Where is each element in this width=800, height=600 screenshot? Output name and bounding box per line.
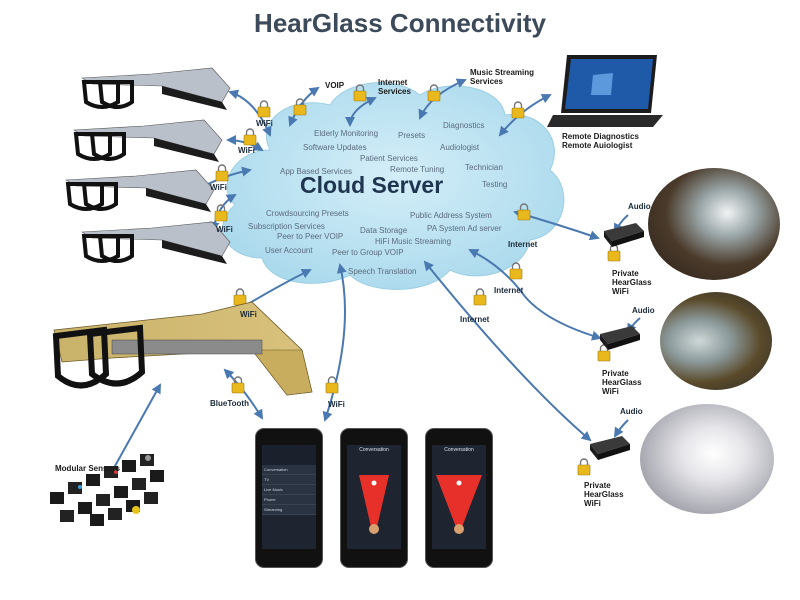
internet-services-label: Internet Services	[378, 78, 411, 96]
arrow-bluetooth	[223, 368, 264, 420]
service-label: Subscription Services	[248, 222, 325, 231]
lock-icons	[214, 84, 621, 476]
phone-conversation-screen: Conversation	[347, 445, 401, 549]
remote-diagnostics-label: Remote Diagnostics Remote Auiologist	[562, 132, 639, 150]
service-label: Public Address System	[410, 211, 492, 220]
lock-icon	[511, 101, 525, 119]
lock-icon	[607, 244, 621, 262]
menu-item-phone[interactable]: Phone	[262, 495, 316, 505]
service-label: Presets	[398, 131, 426, 140]
audio-box-3	[590, 436, 630, 460]
service-label: PA System Ad server	[427, 224, 502, 233]
modular-sensors-image	[50, 454, 164, 526]
internet-label: Internet	[460, 315, 490, 324]
phone-screen-title: Conversation	[444, 447, 474, 453]
arrow-glasses1-cloud	[228, 89, 272, 137]
service-label: Peer to Peer VOIP	[277, 232, 344, 241]
voip-label: VOIP	[325, 81, 345, 90]
glasses-small-1	[81, 67, 231, 110]
phone-menu: Conversation TV Live Music Phone Streami…	[255, 428, 323, 568]
beam-graphic	[436, 475, 482, 534]
lock-icon	[509, 262, 523, 280]
lock-icon	[427, 84, 441, 102]
arrow-phone-wifi	[322, 263, 347, 422]
music-streaming-label: Music Streaming Services	[470, 68, 535, 86]
phone-conversation-screen: Conversation	[432, 445, 486, 549]
lock-icon	[293, 98, 307, 116]
service-label: Technician	[465, 163, 503, 172]
menu-item-live-music[interactable]: Live Music	[262, 485, 316, 495]
wifi-label: WiFi	[238, 146, 255, 155]
audio-label: Audio	[628, 202, 651, 211]
page-title: HearGlass Connectivity	[254, 8, 546, 38]
wifi-label: WiFi	[210, 183, 227, 192]
audio-box-1	[604, 223, 644, 247]
cloud-server-label: Cloud Server	[300, 172, 444, 198]
glasses-small-3	[65, 169, 215, 212]
airport-photo	[640, 404, 774, 514]
service-label: Testing	[482, 180, 508, 189]
service-label: Software Updates	[303, 143, 367, 152]
lock-icon	[243, 128, 257, 146]
service-label: Diagnostics	[443, 121, 485, 130]
lock-icon	[353, 84, 367, 102]
glasses-large	[52, 301, 313, 396]
arrow-voip	[288, 86, 320, 127]
private-wifi-label: Private HearGlass WiFi	[612, 269, 652, 296]
lock-icon	[231, 376, 245, 394]
wifi-label: WiFi	[240, 310, 257, 319]
audio-box-2	[600, 326, 640, 350]
lock-icon	[577, 458, 591, 476]
wifi-label: WiFi	[328, 400, 345, 409]
menu-item-tv[interactable]: TV	[262, 475, 316, 485]
phone-menu-header	[262, 445, 316, 465]
service-label: Remote Tuning	[390, 165, 445, 174]
service-label: Crowdsourcing Presets	[266, 209, 349, 218]
internet-label: Internet	[494, 286, 524, 295]
private-wifi-label: Private HearGlass WiFi	[602, 369, 642, 396]
lock-icon	[257, 100, 271, 118]
arrow-sensors	[109, 383, 161, 476]
phone-conversation-1: Conversation	[340, 428, 408, 568]
lock-icon	[517, 203, 531, 221]
wifi-label: WiFi	[256, 119, 273, 128]
service-label: Elderly Monitoring	[314, 129, 379, 138]
phone-menu-screen: Conversation TV Live Music Phone Streami…	[262, 445, 316, 549]
audio-label: Audio	[632, 306, 655, 315]
phone-conversation-2: Conversation	[425, 428, 493, 568]
service-label: App Based Services	[280, 167, 353, 176]
laptop	[547, 55, 663, 127]
modular-sensors-label: Modular Sensors	[55, 464, 120, 473]
lock-icon	[215, 164, 229, 182]
arrow-internet-services	[345, 96, 377, 127]
arrow-audio-box3	[423, 260, 592, 442]
lock-icon	[214, 204, 228, 222]
glasses-small-4	[81, 221, 231, 264]
internet-label: Internet	[508, 240, 538, 249]
service-label: Peer to Group VOIP	[332, 248, 404, 257]
auditorium-photo	[648, 168, 780, 280]
bluetooth-label: BlueTooth	[210, 399, 249, 408]
service-label: Patient Services	[360, 154, 418, 163]
beam-graphic	[359, 475, 389, 534]
lock-icon	[473, 288, 487, 306]
phone-screen-title: Conversation	[359, 447, 389, 453]
audio-label: Audio	[620, 407, 643, 416]
menu-item-conversation[interactable]: Conversation	[262, 465, 316, 475]
glasses-small-2	[73, 119, 223, 162]
service-label: HiFi Music Streaming	[375, 237, 452, 246]
service-label: Speech Translation	[348, 267, 417, 276]
arrow-audio3	[613, 419, 629, 438]
service-label: Data Storage	[360, 226, 408, 235]
private-wifi-label: Private HearGlass WiFi	[584, 481, 624, 508]
service-label: Audiologist	[440, 143, 480, 152]
wifi-label: WiFi	[216, 225, 233, 234]
subway-photo	[660, 292, 772, 390]
menu-item-streaming[interactable]: Streaming	[262, 505, 316, 515]
lock-icon	[325, 376, 339, 394]
lock-icon	[233, 288, 247, 306]
service-label: User Account	[265, 246, 313, 255]
